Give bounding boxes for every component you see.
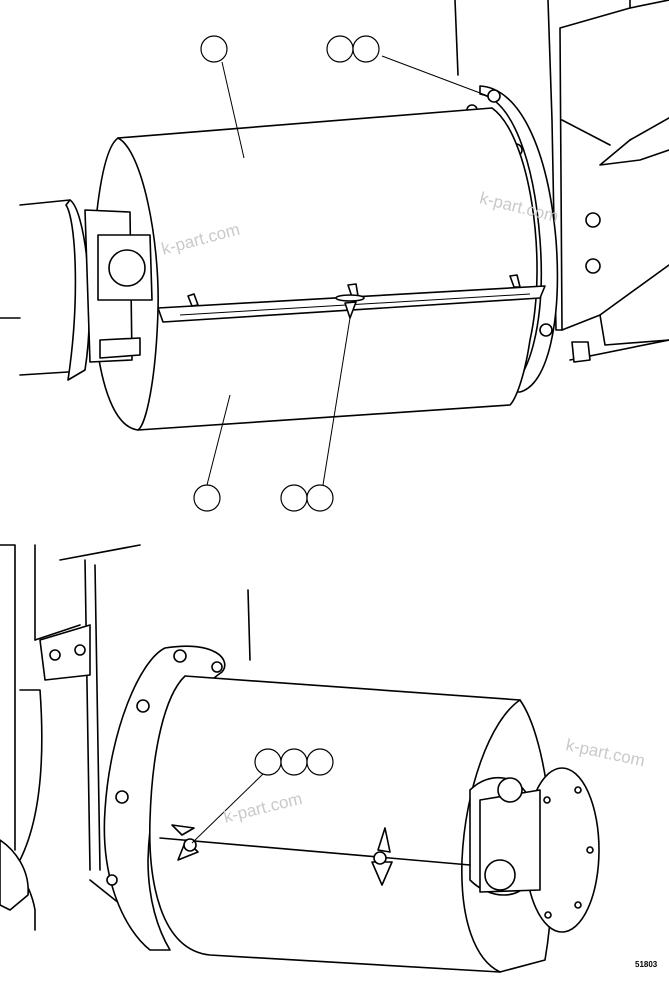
callout-strap-bolts-b [306,484,334,512]
mount-frame [0,544,251,931]
figure-code: 51803 [635,960,658,969]
callout-strap-hw-b [280,748,308,776]
bottom-view [0,544,600,973]
frame-bracket [454,0,669,363]
callout-strap-hw-c [306,748,334,776]
callout-lower-body [193,484,221,512]
muffler-front-flange [103,645,226,951]
inlet-pipe [0,199,153,381]
strap-hardware [159,824,471,886]
strap-band [157,274,546,323]
callout-leaders [191,55,489,844]
top-view [0,0,669,431]
muffler-body [91,107,538,431]
outlet-flange [469,767,600,933]
callout-flange-bolts-a [326,35,354,63]
callout-flange-bolts-b [352,35,380,63]
callout-strap-hw-a [254,748,282,776]
callout-circles [193,35,380,776]
callout-top-muffler [200,35,228,63]
callout-strap-bolts-a [280,484,308,512]
